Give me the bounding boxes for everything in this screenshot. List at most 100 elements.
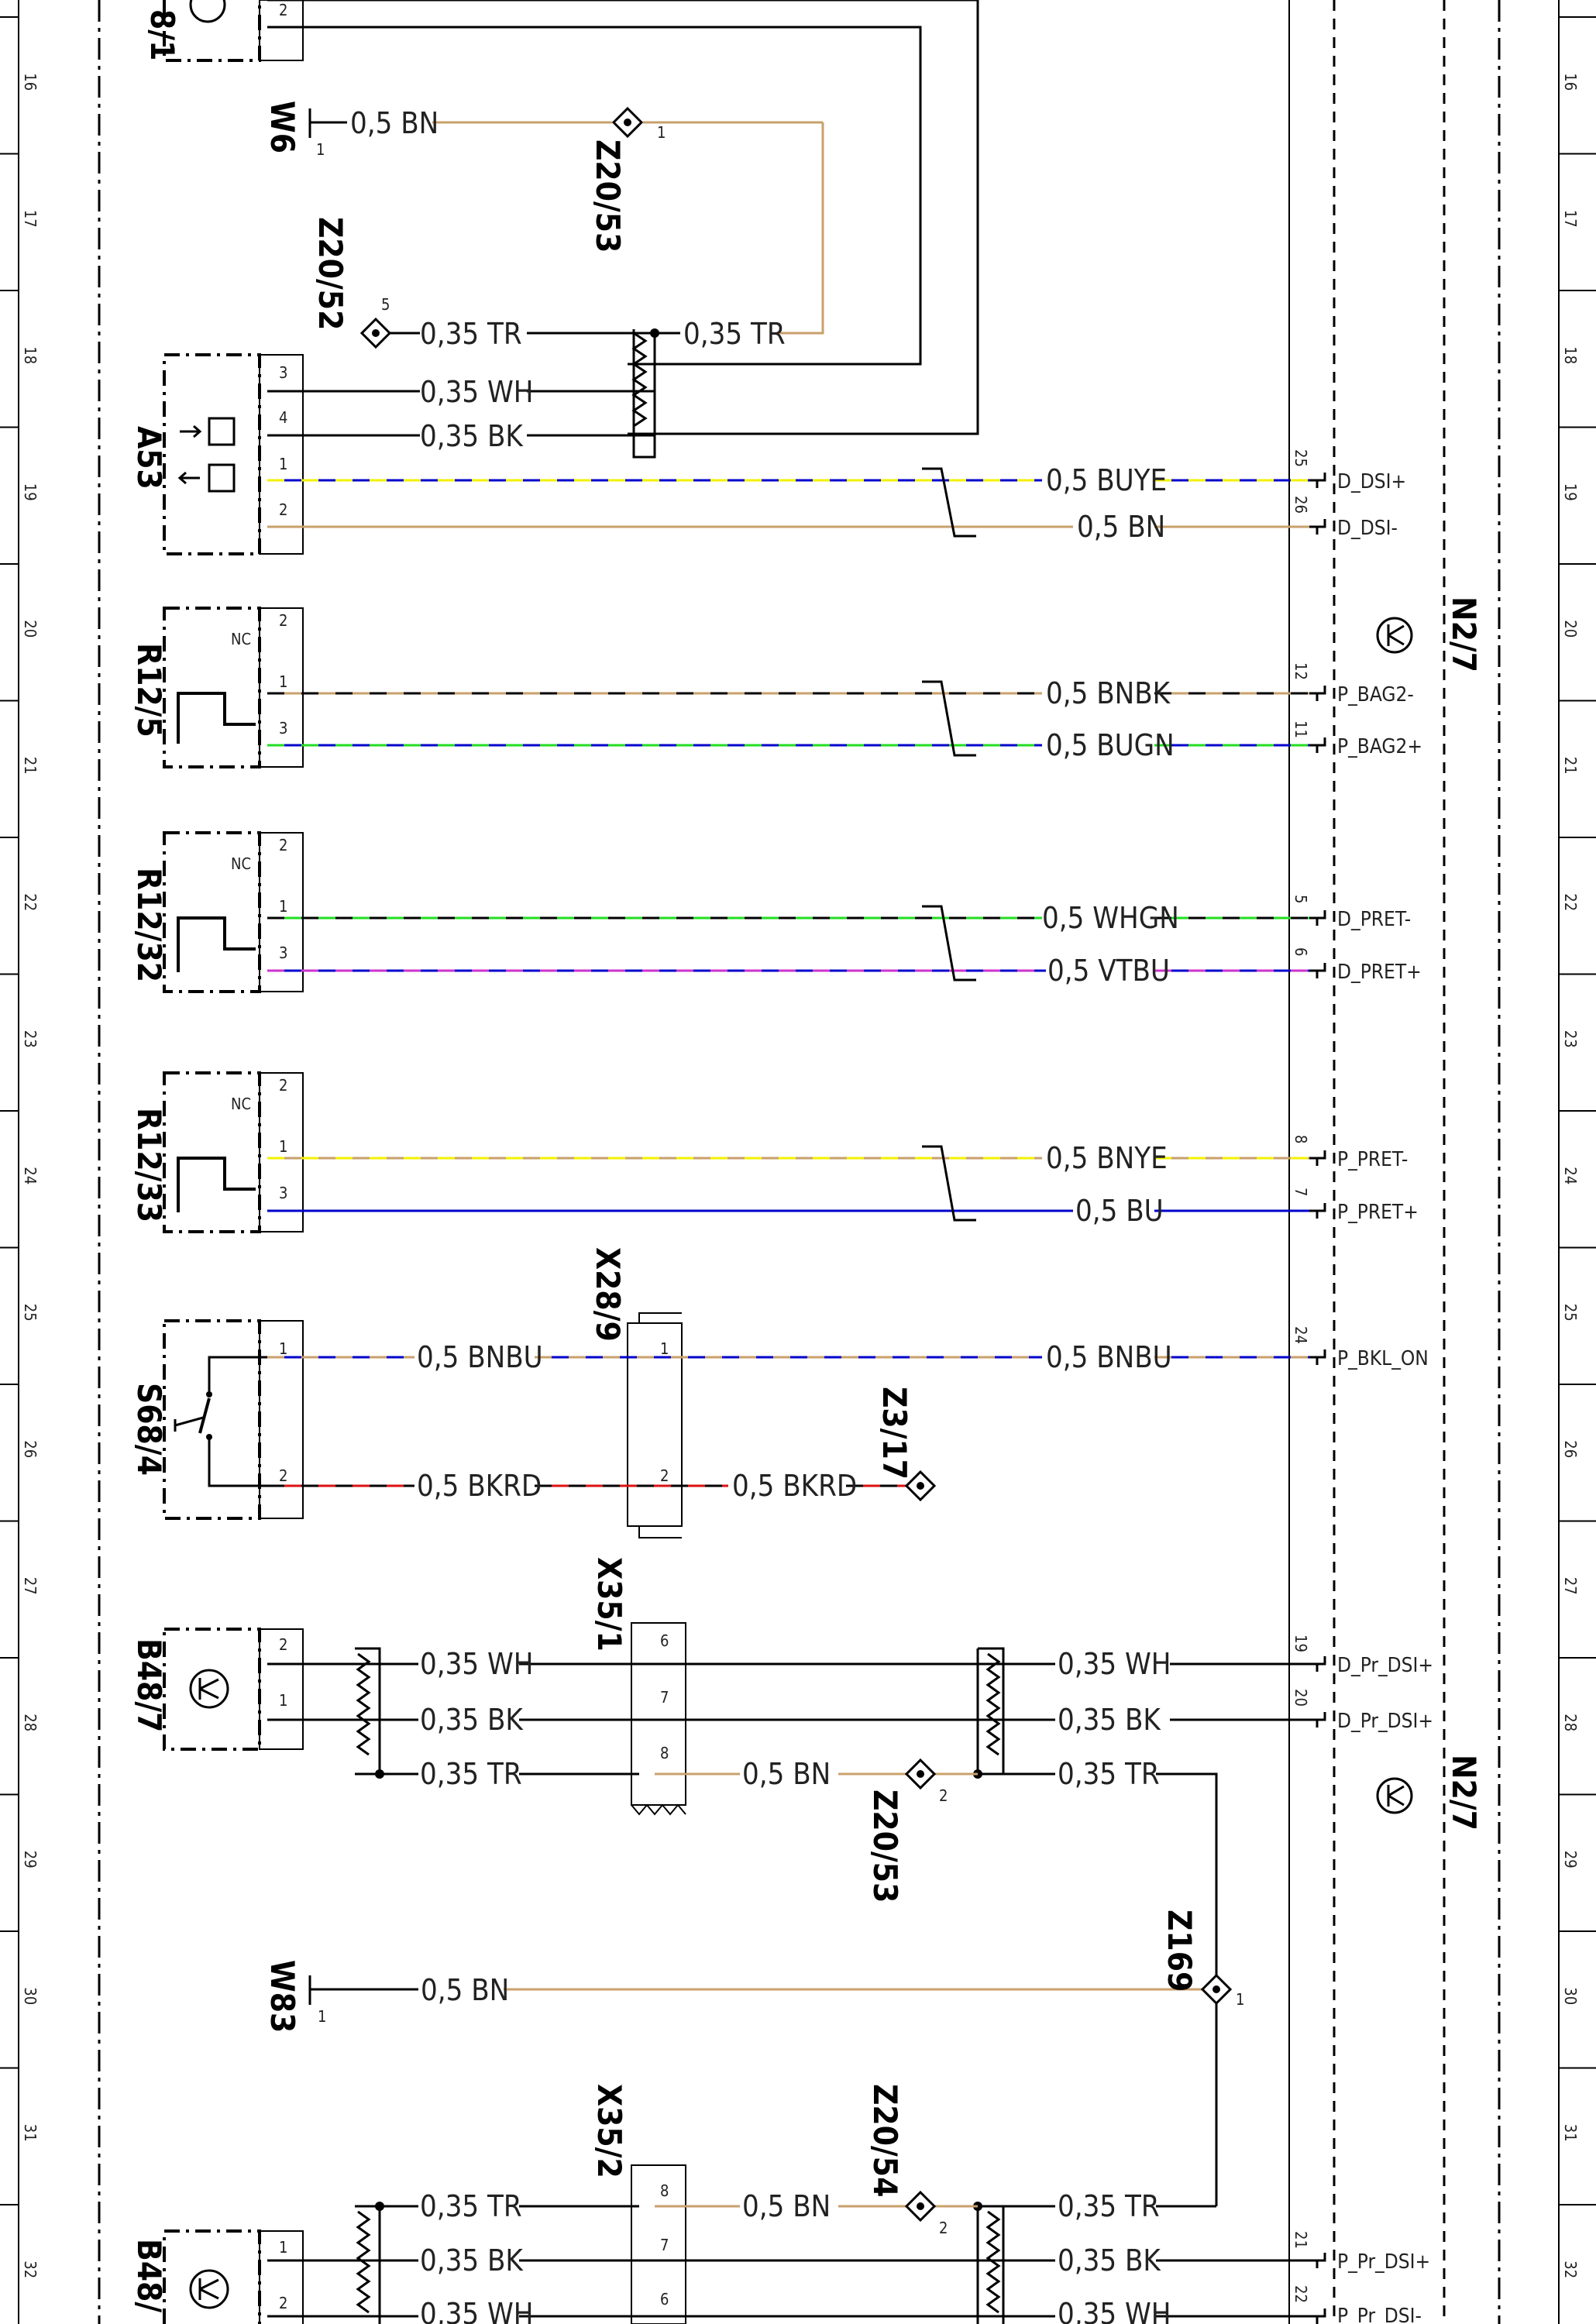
- wire-label-bk: 0,35 BK: [1058, 1703, 1161, 1737]
- component-b48-bottom: B48/ 1 2: [130, 2229, 304, 2324]
- transistor-symbol: [1376, 1777, 1413, 1814]
- pin-label: 1: [279, 672, 287, 691]
- nc-label: NC: [231, 1095, 251, 1113]
- label-z20-53-top: Z20/53: [589, 139, 627, 253]
- pin-label: 6: [660, 2290, 669, 2309]
- row-number: 24: [21, 1167, 40, 1184]
- pin-label: 3: [279, 363, 287, 382]
- wire-label-bk: 0,35 BK: [420, 419, 524, 453]
- row-number: 17: [21, 210, 40, 228]
- pin-label: 20: [1292, 1689, 1310, 1707]
- pin-label: 7: [660, 2236, 669, 2254]
- row-number: 23: [21, 1030, 40, 1048]
- wire-label-tr: 0,35 TR: [420, 2189, 522, 2223]
- label-r12-32: R12/32: [130, 868, 168, 982]
- label-b48-7: B48/7: [130, 1638, 168, 1732]
- row-number: 20: [1561, 620, 1580, 638]
- label-z3-17: Z3/17: [875, 1387, 913, 1480]
- component-s68-4: S68/4 1 2: [130, 1319, 304, 1520]
- label-z20-52: Z20/52: [311, 217, 349, 330]
- row-number: 27: [1561, 1577, 1580, 1595]
- wire-label-bn: 0,5 BN: [742, 2189, 831, 2223]
- label-x35-2: X35/2: [590, 2084, 628, 2178]
- pin-label: 26: [1292, 496, 1310, 514]
- pin-label: 1: [279, 2238, 287, 2257]
- component-b48-7: B48/7 2 1: [130, 1628, 304, 1751]
- label-n2-7-b: N2/7: [1445, 1755, 1483, 1831]
- label-x35-1: X35/1: [590, 1557, 628, 1652]
- pin-label: 7: [660, 1688, 669, 1707]
- ground-point-z20-54: Z20/54 2: [866, 2084, 948, 2237]
- label-r12-33: R12/33: [130, 1108, 168, 1222]
- ground-point-z20-53-bottom: Z20/53 2: [866, 1758, 948, 1903]
- row-number: 30: [21, 1987, 40, 2005]
- row-number: 16: [21, 73, 40, 91]
- pin-label: 5: [1292, 895, 1310, 903]
- connector-w83: W83 1: [263, 1960, 418, 2033]
- signal-label: D_PRET+: [1337, 961, 1422, 984]
- ground-point-z3-17: Z3/17: [875, 1387, 937, 1502]
- label-b48-bottom: B48/: [130, 2239, 168, 2312]
- label-r12-5: R12/5: [130, 643, 168, 737]
- wire-label-whgn: 0,5 WHGN: [1042, 901, 1179, 935]
- signal-label: P_BAG2-: [1337, 683, 1414, 706]
- label-x28-9: X28/9: [589, 1247, 627, 1342]
- pin-label: 5: [381, 295, 390, 314]
- pin-label: 24: [1292, 1326, 1310, 1344]
- signal-label: D_Pr_DSI+: [1337, 1654, 1433, 1677]
- label-w6: W6: [263, 101, 301, 153]
- component-r12-33: NC R12/33 2 1 3: [130, 1071, 304, 1233]
- wire-label-bu: 0,5 BU: [1075, 1194, 1164, 1228]
- row-number: 31: [1561, 2124, 1580, 2142]
- wire-label-bnbu: 0,5 BNBU: [417, 1340, 543, 1374]
- pin-label: 1: [279, 455, 287, 473]
- row-number: 32: [1561, 2260, 1580, 2278]
- pin-label: 1: [318, 2007, 326, 2026]
- pin-label: 1: [1236, 1990, 1244, 2009]
- wire-label-bk: 0,35 BK: [420, 2243, 524, 2278]
- row-number: 28: [1561, 1714, 1580, 1731]
- pin-label: 1: [279, 1137, 287, 1156]
- wire-label-tr: 0,35 TR: [420, 317, 522, 351]
- wire-label-wh: 0,35 WH: [420, 2297, 533, 2324]
- row-number: 19: [21, 483, 40, 501]
- wire-label-wh: 0,35 WH: [1058, 1647, 1171, 1681]
- ground-point-z20-53-top: Z20/53 1: [589, 106, 666, 253]
- pin-label: 8: [660, 1744, 669, 1762]
- row-number: 26: [1561, 1440, 1580, 1458]
- nc-label: NC: [231, 630, 251, 648]
- signal-label: P_PRET-: [1337, 1148, 1408, 1171]
- pin-label: 12: [1292, 662, 1310, 680]
- row-number: 23: [1561, 1030, 1580, 1048]
- label-w83: W83: [263, 1960, 301, 2033]
- signal-label: D_PRET-: [1337, 908, 1411, 931]
- row-number: 18: [21, 346, 40, 364]
- pin-label: 11: [1292, 720, 1310, 738]
- row-number: 20: [21, 620, 40, 638]
- wire-label-tr: 0,35 TR: [1058, 1757, 1160, 1791]
- wire-label-bnbk: 0,5 BNBK: [1046, 676, 1171, 710]
- pin-label: 6: [660, 1631, 669, 1650]
- signal-label: D_DSI+: [1337, 470, 1406, 493]
- wire-label-bn: 0,5 BN: [1077, 510, 1165, 544]
- pin-label: 3: [279, 1184, 287, 1202]
- pin-label: 2: [279, 1635, 287, 1654]
- wire-label-wh: 0,35 WH: [1058, 2297, 1171, 2324]
- wire-label-wh: 0,35 WH: [420, 1647, 533, 1681]
- row-number: 25: [21, 1304, 40, 1322]
- signal-label: D_DSI-: [1337, 517, 1398, 540]
- row-number: 17: [1561, 210, 1580, 228]
- row-number: 26: [21, 1440, 40, 1458]
- component-r12-32: NC R12/32 2 1 3: [130, 831, 304, 993]
- pin-label: 2: [660, 1466, 669, 1485]
- connector-w6: W6 1: [263, 101, 347, 159]
- wire-label-tr: 0,35 TR: [1058, 2189, 1160, 2223]
- pin-label: 4: [279, 408, 287, 427]
- component-r12-5: NC R12/5 2 1 3: [130, 607, 304, 768]
- n2-7-signal-names: D_DSI+ D_DSI- P_BAG2- P_BAG2+ D_PRET- D_…: [1337, 470, 1433, 2324]
- wire-label-bn: 0,5 BN: [350, 106, 439, 140]
- wire-label-bn: 0,5 BN: [421, 1973, 509, 2007]
- pin-label: 1: [316, 140, 325, 159]
- pin-label: 2: [279, 1076, 287, 1095]
